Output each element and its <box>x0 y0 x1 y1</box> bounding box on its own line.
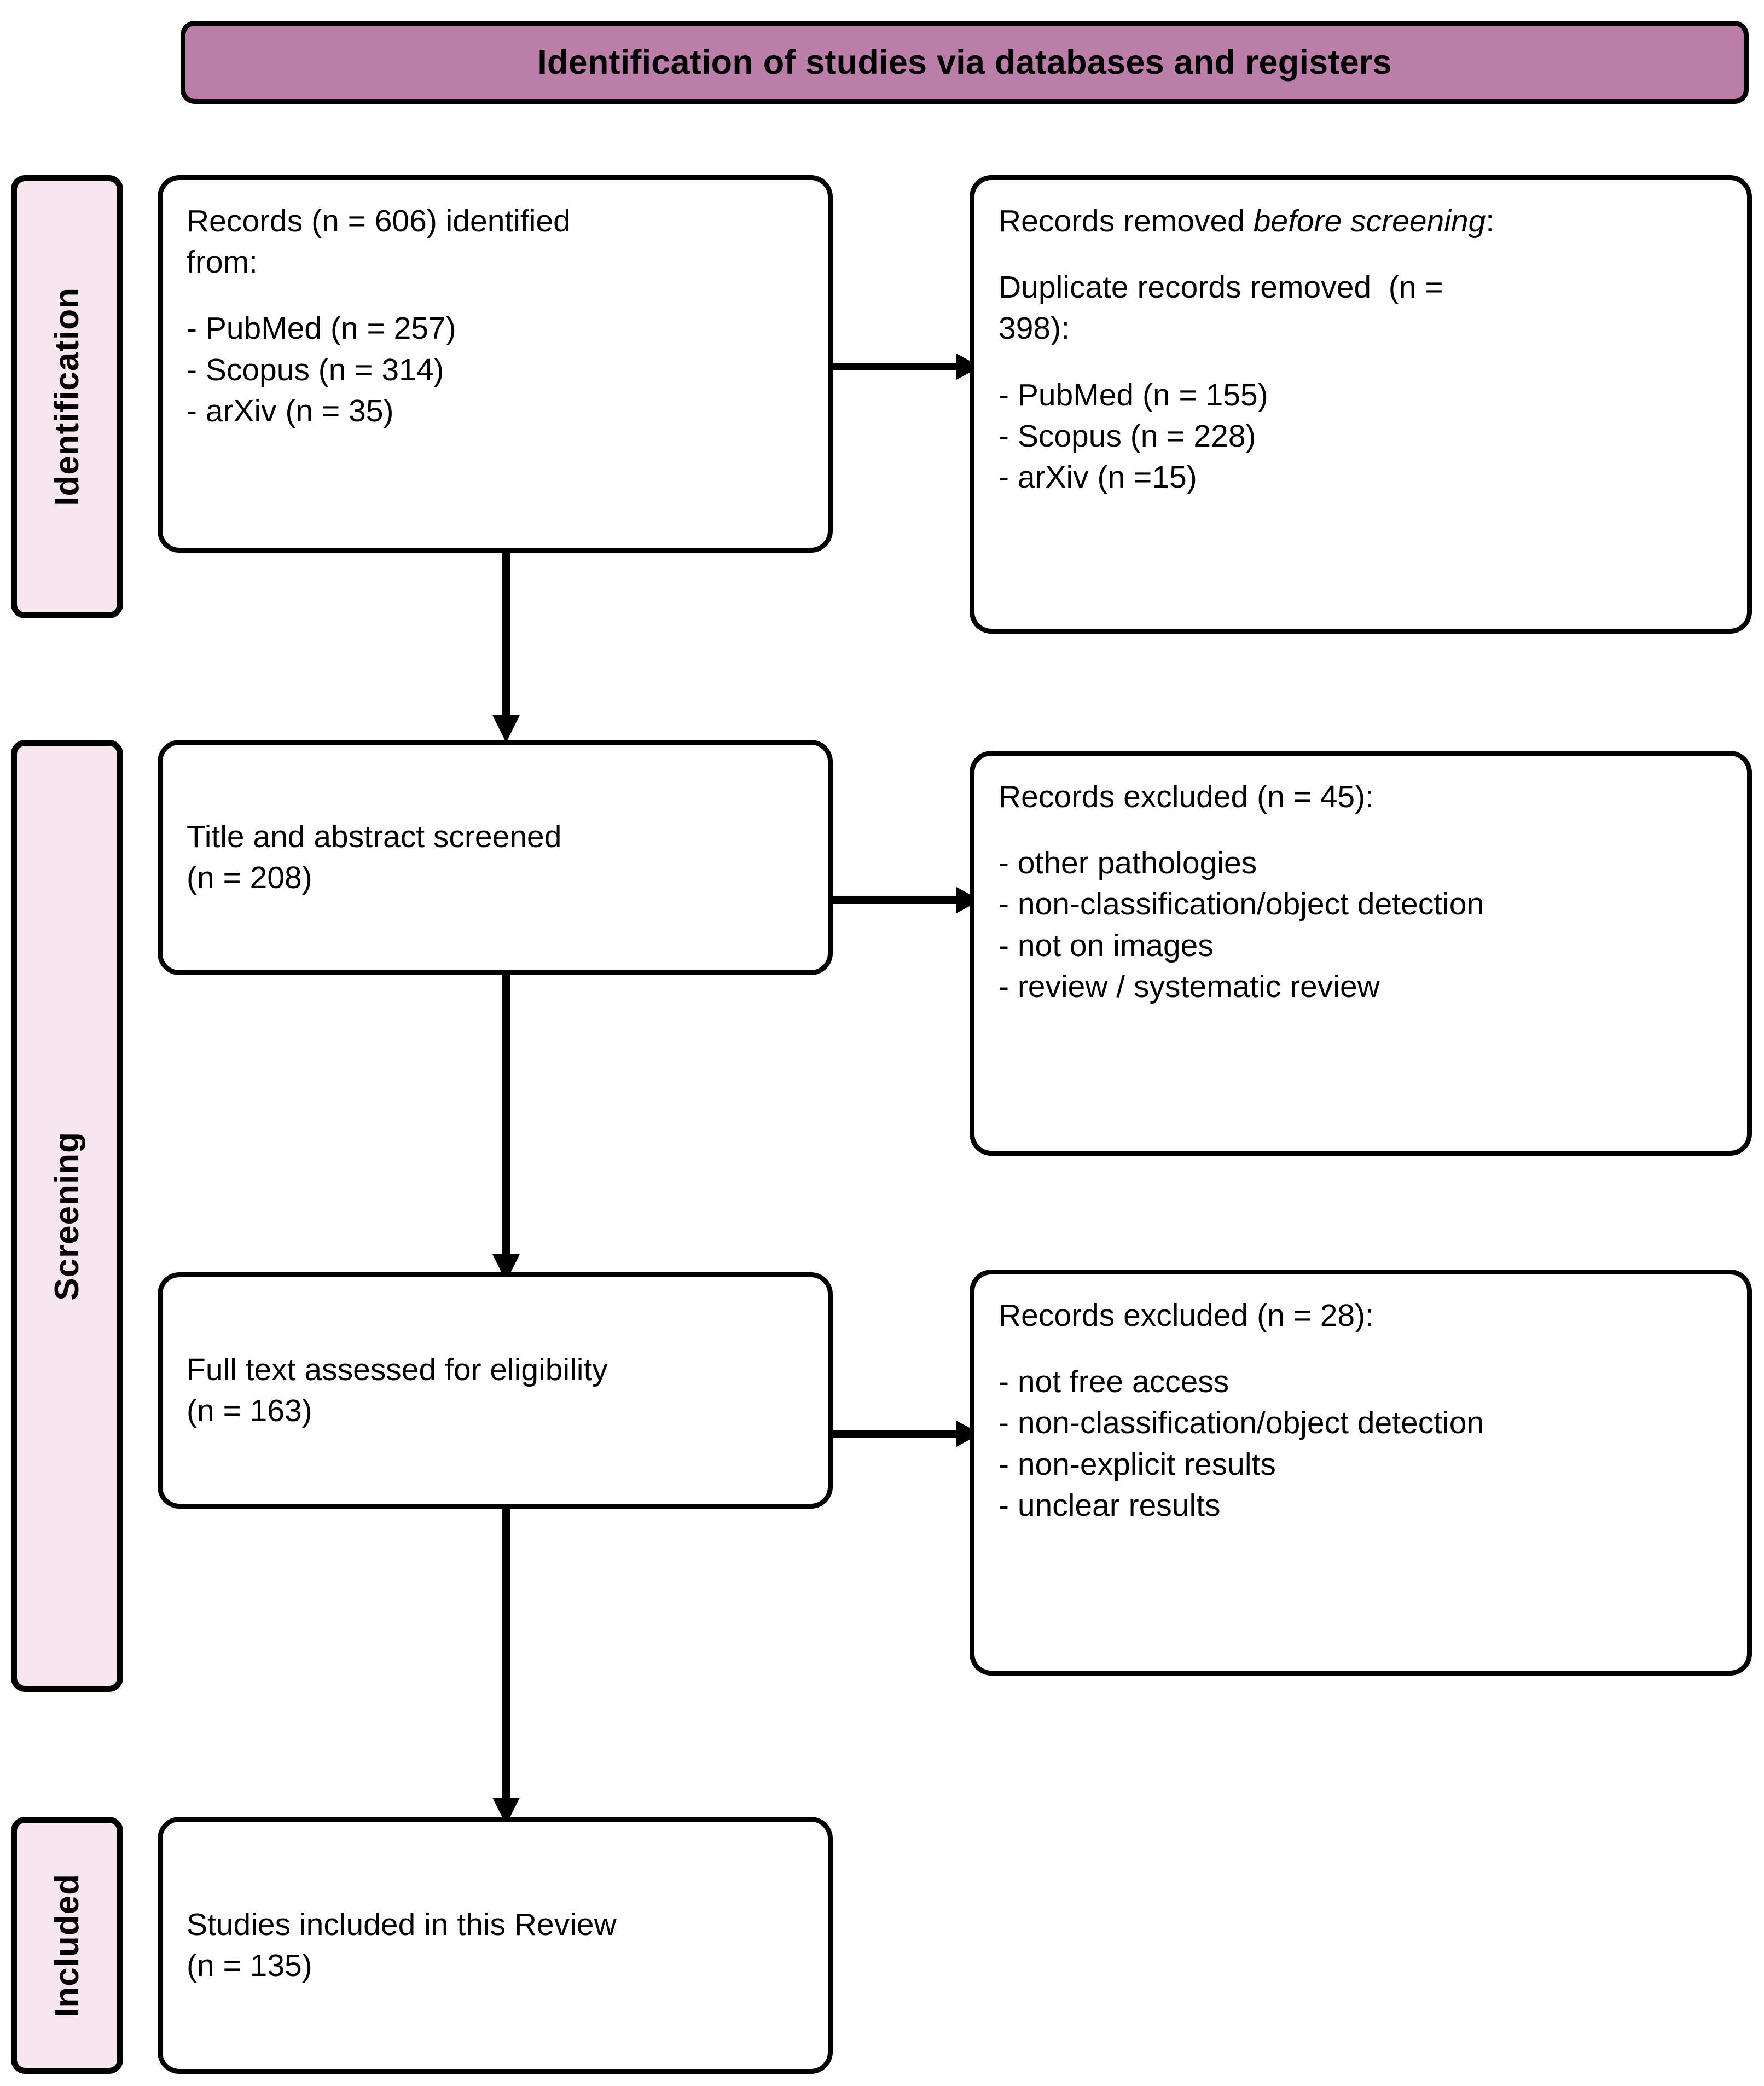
box-line-text: : <box>1486 204 1495 239</box>
box-line: 398): <box>999 311 1070 346</box>
box-line: from: <box>187 245 258 280</box>
box-line-reason: - non-explicit results <box>999 1446 1276 1482</box>
connector-fulltext-to-included <box>481 1502 531 1830</box>
box-title-abstract-screened: Title and abstract screened (n = 208) <box>158 740 833 975</box>
line-spacer <box>999 1336 1723 1361</box>
box-line: Full text assessed for eligibility <box>187 1352 608 1387</box>
box-line-emphasis: before screening <box>1253 204 1486 239</box>
box-line-source: - arXiv (n =15) <box>999 460 1197 495</box>
box-records-excluded-45: Records excluded (n = 45): - other patho… <box>970 751 1752 1156</box>
box-line-reason: - non-classification/object detection <box>999 886 1484 922</box>
box-records-removed-before-screening: Records removed before screening: Duplic… <box>970 175 1752 634</box>
stage-tab-label: Included <box>48 1873 86 2018</box>
box-line-count: (n = 208) <box>187 860 312 895</box>
box-line-reason: - other pathologies <box>999 845 1257 881</box>
box-line: Records removed before screening: <box>999 201 1723 242</box>
stage-tab-label: Screening <box>48 1131 86 1301</box>
box-line-reason: - non-classification/object detection <box>999 1405 1484 1441</box>
box-line-count: (n = 135) <box>187 1948 312 1983</box>
connector-screened-to-fulltext <box>481 969 531 1286</box>
box-line-reason: - not free access <box>999 1364 1229 1400</box>
box-records-identified: Records (n = 606) identified from: - Pub… <box>158 175 833 553</box>
page-title: Identification of studies via databases … <box>537 43 1392 82</box>
box-records-excluded-28: Records excluded (n = 28): - not free ac… <box>970 1270 1752 1676</box>
connector-identified-to-removed <box>821 345 985 389</box>
stage-tab-label: Identification <box>48 287 86 506</box>
diagram-title-banner: Identification of studies via databases … <box>181 21 1749 104</box>
stage-tab-included: Included <box>11 1817 123 2074</box>
box-line-source: - PubMed (n = 155) <box>999 377 1268 413</box>
box-studies-included: Studies included in this Review (n = 135… <box>158 1817 833 2074</box>
box-line: Records excluded (n = 28): <box>999 1298 1374 1333</box>
line-spacer <box>999 350 1723 375</box>
box-line-count: (n = 163) <box>187 1393 312 1428</box>
box-line-source: - Scopus (n = 314) <box>187 352 444 387</box>
box-line: Duplicate records removed (n = <box>999 270 1443 305</box>
box-line: Title and abstract screened <box>187 819 562 854</box>
box-full-text-assessed: Full text assessed for eligibility (n = … <box>158 1272 833 1509</box>
box-line-reason: - not on images <box>999 928 1214 963</box>
box-line-reason: - review / systematic review <box>999 969 1380 1004</box>
stage-tab-screening: Screening <box>11 740 123 1692</box>
line-spacer <box>187 283 804 308</box>
connector-fulltext-to-excluded28 <box>821 1412 985 1456</box>
box-line-source: - Scopus (n = 228) <box>999 418 1256 454</box>
connector-identified-to-screened <box>481 544 531 747</box>
box-line: Records (n = 606) identified <box>187 204 571 239</box>
connector-screened-to-excluded45 <box>821 878 985 922</box>
box-line-text: Records removed <box>999 204 1254 239</box>
line-spacer <box>999 818 1723 843</box>
stage-tab-identification: Identification <box>11 175 123 618</box>
box-line-source: - arXiv (n = 35) <box>187 393 394 428</box>
box-line: Studies included in this Review <box>187 1907 617 1942</box>
box-line-source: - PubMed (n = 257) <box>187 311 456 346</box>
box-line: Records excluded (n = 45): <box>999 779 1374 814</box>
line-spacer <box>999 242 1723 267</box>
box-line-reason: - unclear results <box>999 1487 1221 1523</box>
